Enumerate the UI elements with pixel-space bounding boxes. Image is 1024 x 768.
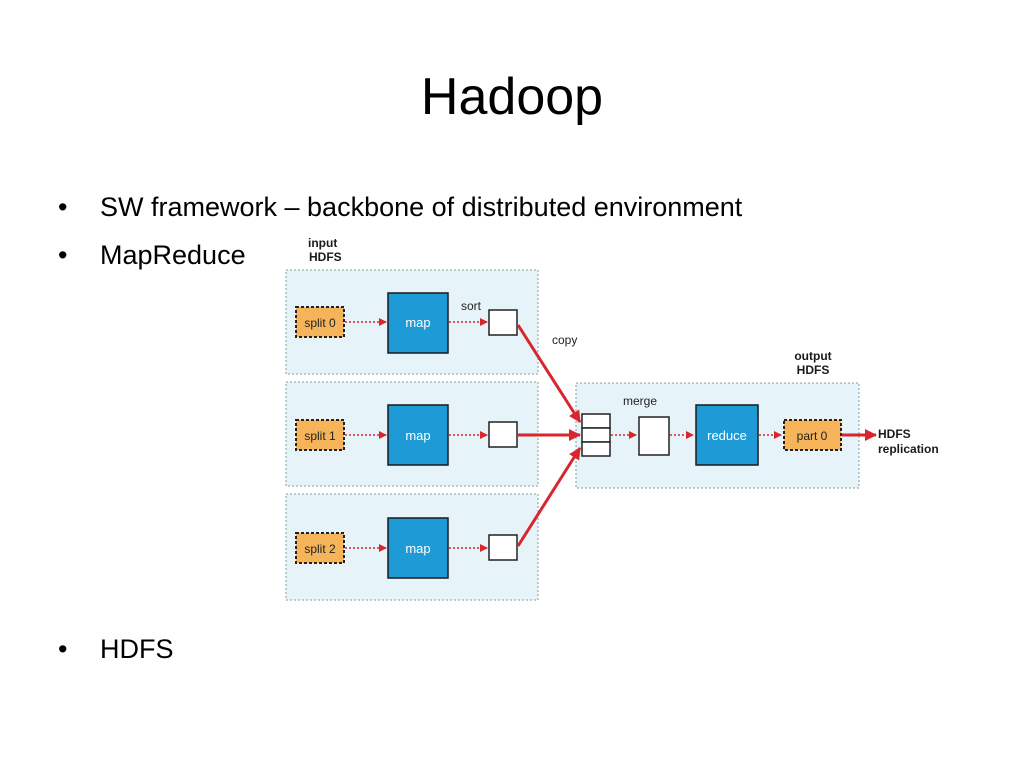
bullet-text: SW framework – backbone of distributed e…	[100, 192, 743, 222]
output-hdfs-label-line1: output	[794, 349, 831, 363]
output-hdfs-label-line2: HDFS	[797, 363, 830, 377]
merge-input-box-2	[581, 441, 611, 457]
input-hdfs-label-line1: input	[308, 236, 337, 250]
bullet-item-hdfs: • HDFS	[58, 632, 174, 666]
map-label-1: map	[405, 428, 430, 443]
input-hdfs-label-line2: HDFS	[309, 250, 342, 264]
map-box-0	[387, 292, 449, 354]
map-label-0: map	[405, 315, 430, 330]
split-box-2	[295, 532, 345, 564]
reduce-label: reduce	[707, 428, 747, 443]
split-label-2: split 2	[304, 542, 336, 556]
bullet-item-sw-framework: • SW framework – backbone of distributed …	[58, 190, 742, 224]
split-label-1: split 1	[304, 429, 336, 443]
reduce-box	[695, 404, 759, 466]
sort-output-box-2	[488, 534, 518, 561]
mapreduce-diagram: input HDFS split 0 map sort split 1 map	[278, 230, 958, 605]
bullet-marker: •	[58, 192, 68, 222]
map-label-2: map	[405, 541, 430, 556]
map-box-2	[387, 517, 449, 579]
copy-arrow-2	[516, 447, 582, 547]
slide-title: Hadoop	[420, 68, 604, 126]
bullet-marker: •	[58, 634, 68, 664]
bullet-item-mapreduce: • MapReduce	[58, 238, 246, 272]
copy-arrow-0	[516, 324, 582, 423]
sort-label: sort	[461, 299, 482, 313]
bullet-text: MapReduce	[100, 240, 246, 270]
copy-label: copy	[552, 333, 577, 347]
sort-output-box-1	[488, 421, 518, 448]
merge-label: merge	[623, 394, 657, 408]
mapreduce-diagram-svg: input HDFS split 0 map sort split 1 map	[285, 236, 939, 601]
merged-box	[638, 416, 670, 456]
map-box-1	[387, 404, 449, 466]
split-box-0	[295, 306, 345, 338]
bullet-text: HDFS	[100, 634, 174, 664]
replication-label-line2: replication	[878, 442, 939, 456]
sort-output-box-0	[488, 309, 518, 336]
bullet-marker: •	[58, 240, 68, 270]
split-label-0: split 0	[304, 316, 336, 330]
part-output-box	[783, 419, 842, 451]
part-label: part 0	[797, 429, 828, 443]
merge-input-box-1	[581, 427, 611, 443]
merge-input-box-0	[581, 413, 611, 429]
split-box-1	[295, 419, 345, 451]
replication-label-line1: HDFS	[878, 427, 911, 441]
